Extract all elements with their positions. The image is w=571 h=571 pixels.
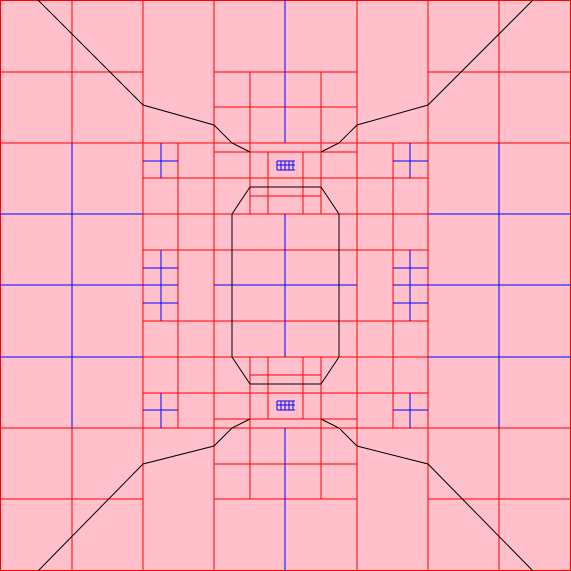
geometry-boundary [37, 0, 534, 571]
boundary-top-left-curve [37, 0, 251, 153]
boundary-bottom-right-curve [320, 418, 534, 571]
boundary-inner-octagon [231, 186, 340, 385]
boundary-top-right-curve [320, 0, 534, 153]
boundary-bottom-left-curve [37, 418, 251, 571]
